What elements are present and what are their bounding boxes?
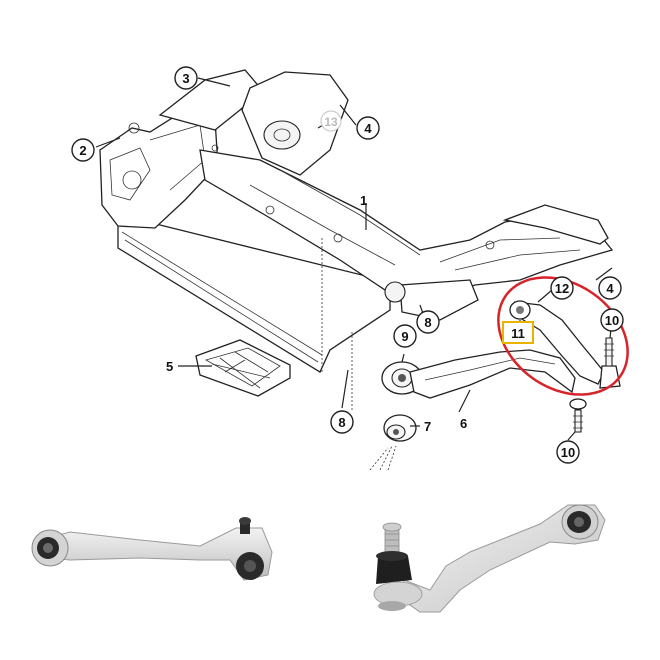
callout-8-left: 8 <box>330 410 354 434</box>
lower-arm-drawing <box>409 349 576 399</box>
svg-text:12: 12 <box>555 281 569 296</box>
svg-text:2: 2 <box>79 143 86 158</box>
callout-10-bottom: 10 <box>556 440 580 464</box>
svg-text:6: 6 <box>460 416 467 431</box>
svg-text:4: 4 <box>364 121 372 136</box>
callout-3: 3 <box>174 66 198 90</box>
highlight-ring <box>497 276 629 396</box>
callout-9: 9 <box>393 324 417 348</box>
callout-6: 6 <box>460 416 467 431</box>
svg-text:8: 8 <box>424 315 431 330</box>
control-arm-photo-right <box>373 504 606 613</box>
callout-10-right: 10 <box>600 308 624 332</box>
svg-text:13: 13 <box>324 115 338 129</box>
svg-text:10: 10 <box>605 313 619 328</box>
svg-text:4: 4 <box>606 281 614 296</box>
callout-2: 2 <box>71 138 95 162</box>
callout-7: 7 <box>424 419 431 434</box>
callout-11: 11 <box>502 321 534 344</box>
svg-text:8: 8 <box>338 415 345 430</box>
svg-text:9: 9 <box>401 329 408 344</box>
control-arm-photo-left <box>31 517 273 581</box>
callout-1: 1 <box>360 193 367 208</box>
bushing-drawings <box>381 361 423 442</box>
svg-text:7: 7 <box>424 419 431 434</box>
svg-text:11: 11 <box>511 326 525 341</box>
skid-plate-drawing <box>195 339 291 397</box>
callout-5: 5 <box>166 359 173 374</box>
callout-8-center: 8 <box>416 310 440 334</box>
svg-text:10: 10 <box>561 445 575 460</box>
callout-4-top: 4 <box>356 116 380 140</box>
svg-text:3: 3 <box>182 71 189 86</box>
callout-13: 13 <box>320 110 342 132</box>
subframe-drawing <box>99 69 614 412</box>
callout-4-right: 4 <box>598 276 622 300</box>
callout-12: 12 <box>550 276 574 300</box>
svg-text:5: 5 <box>166 359 173 374</box>
svg-text:1: 1 <box>360 193 367 208</box>
control-arm-drawing <box>509 300 621 433</box>
